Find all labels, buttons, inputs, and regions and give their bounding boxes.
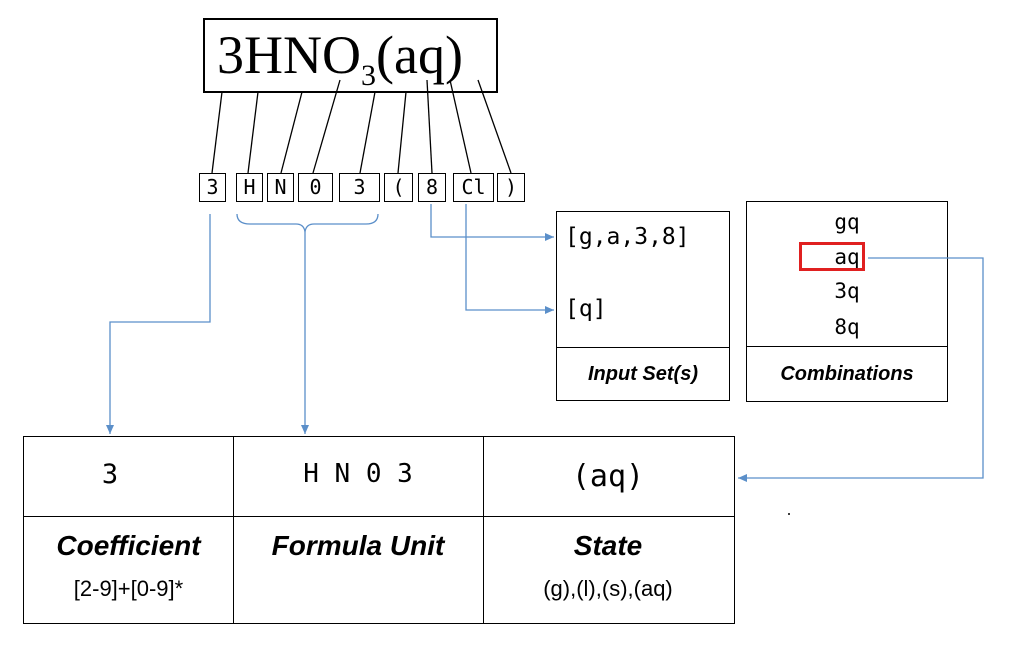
input-set-box: [g,a,3,8] [q] Input Set(s) [556,211,730,401]
token-box: N [267,173,294,202]
coefficient-value: 3 [101,459,119,490]
token-box: 8 [418,173,446,202]
coefficient-pattern: [2-9]+[0-9]* [73,576,184,601]
combination-item: 8q [834,315,860,339]
formula-unit-label: Formula Unit [271,530,445,561]
token-box: H [236,173,263,202]
combinations-label: Combinations [780,363,914,385]
input-set-1: [g,a,3,8] [565,224,690,250]
combinations-box: gq aq 3q 8q Combinations [746,201,948,402]
parse-result-table: 3 H N 0 3 (aq) Coefficient [2-9]+[0-9]* … [23,436,735,624]
flow-arrows [106,204,984,482]
formula-image-box: 3HNO3(aq) [203,18,498,93]
coefficient-label: Coefficient [56,530,201,561]
formula-token-links [211,79,512,174]
selection-highlight [799,242,865,271]
formula-unit-value: H N 0 3 [303,459,413,489]
combination-item: gq [834,210,860,234]
token-box: 3 [339,173,380,202]
combination-item-selected: aq [834,245,860,269]
state-label: State [573,530,643,561]
token-box: 3 [199,173,226,202]
combination-item: 3q [834,279,860,303]
token-box: ( [384,173,413,202]
input-set-label: Input Set(s) [588,363,698,385]
token-box: 0 [298,173,333,202]
token-box: Cl [453,173,494,202]
input-set-2: [q] [565,296,607,322]
state-options: (g),(l),(s),(aq) [543,576,673,601]
formula-text: 3HNO3(aq) [217,25,463,92]
state-value: (aq) [571,459,645,494]
token-box: ) [497,173,525,202]
